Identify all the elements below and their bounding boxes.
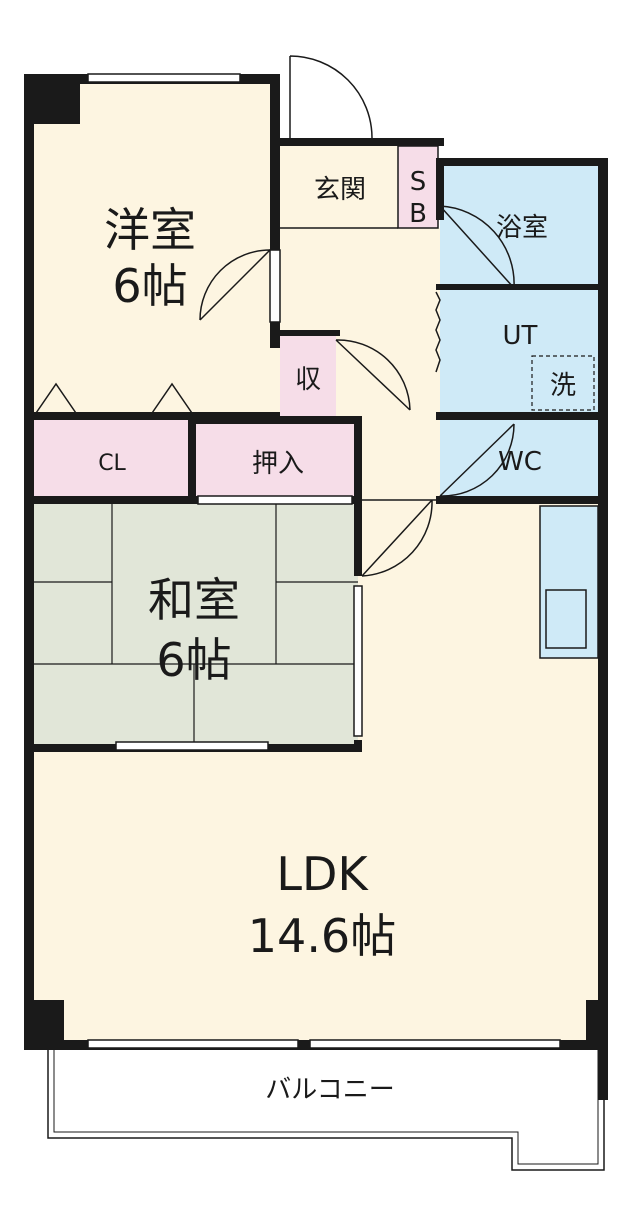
toilet-label: WC bbox=[498, 447, 542, 477]
sliding-door-western bbox=[269, 249, 281, 323]
western-room-size: 6帖 bbox=[112, 259, 187, 313]
japanese-room-size: 6帖 bbox=[156, 633, 231, 687]
bath-label: 浴室 bbox=[496, 213, 548, 243]
sliding-door-japanese bbox=[353, 585, 363, 737]
closet-label: CL bbox=[98, 451, 126, 476]
western-room-floor bbox=[30, 80, 276, 416]
ldk-name: LDK bbox=[276, 847, 369, 901]
entrance-label: 玄関 bbox=[314, 175, 366, 205]
doors bbox=[33, 55, 515, 577]
ldk-size: 14.6帖 bbox=[248, 909, 396, 963]
closet-floor bbox=[30, 420, 192, 500]
window-ldk-right bbox=[309, 1039, 561, 1049]
bath-floor bbox=[440, 164, 604, 288]
entrance-floor bbox=[276, 142, 402, 228]
utility-label: UT bbox=[503, 321, 538, 351]
oshiire-floor bbox=[196, 420, 358, 500]
storage-floor bbox=[280, 334, 336, 416]
utility-floor bbox=[440, 288, 604, 416]
washer-label: 洗 bbox=[550, 371, 576, 401]
sink bbox=[545, 589, 587, 649]
sliding-door-oshiire bbox=[197, 495, 353, 505]
balcony-outline bbox=[47, 1048, 605, 1171]
washer-pad bbox=[531, 355, 595, 411]
storage-label: 収 bbox=[295, 365, 321, 395]
shoe-box-top: S bbox=[410, 167, 427, 197]
window-western bbox=[87, 73, 241, 83]
toilet-floor bbox=[440, 420, 604, 500]
window-japanese bbox=[115, 741, 269, 751]
kitchen-counter bbox=[539, 505, 599, 659]
oshiire-label: 押入 bbox=[252, 449, 304, 479]
tatami-lines bbox=[30, 500, 358, 748]
japanese-room-name: 和室 bbox=[148, 573, 240, 627]
shoe-box-bottom: B bbox=[409, 199, 427, 229]
western-room-name: 洋室 bbox=[104, 203, 196, 257]
balcony-label: バルコニー bbox=[265, 1075, 394, 1105]
window-ldk-left bbox=[87, 1039, 299, 1049]
